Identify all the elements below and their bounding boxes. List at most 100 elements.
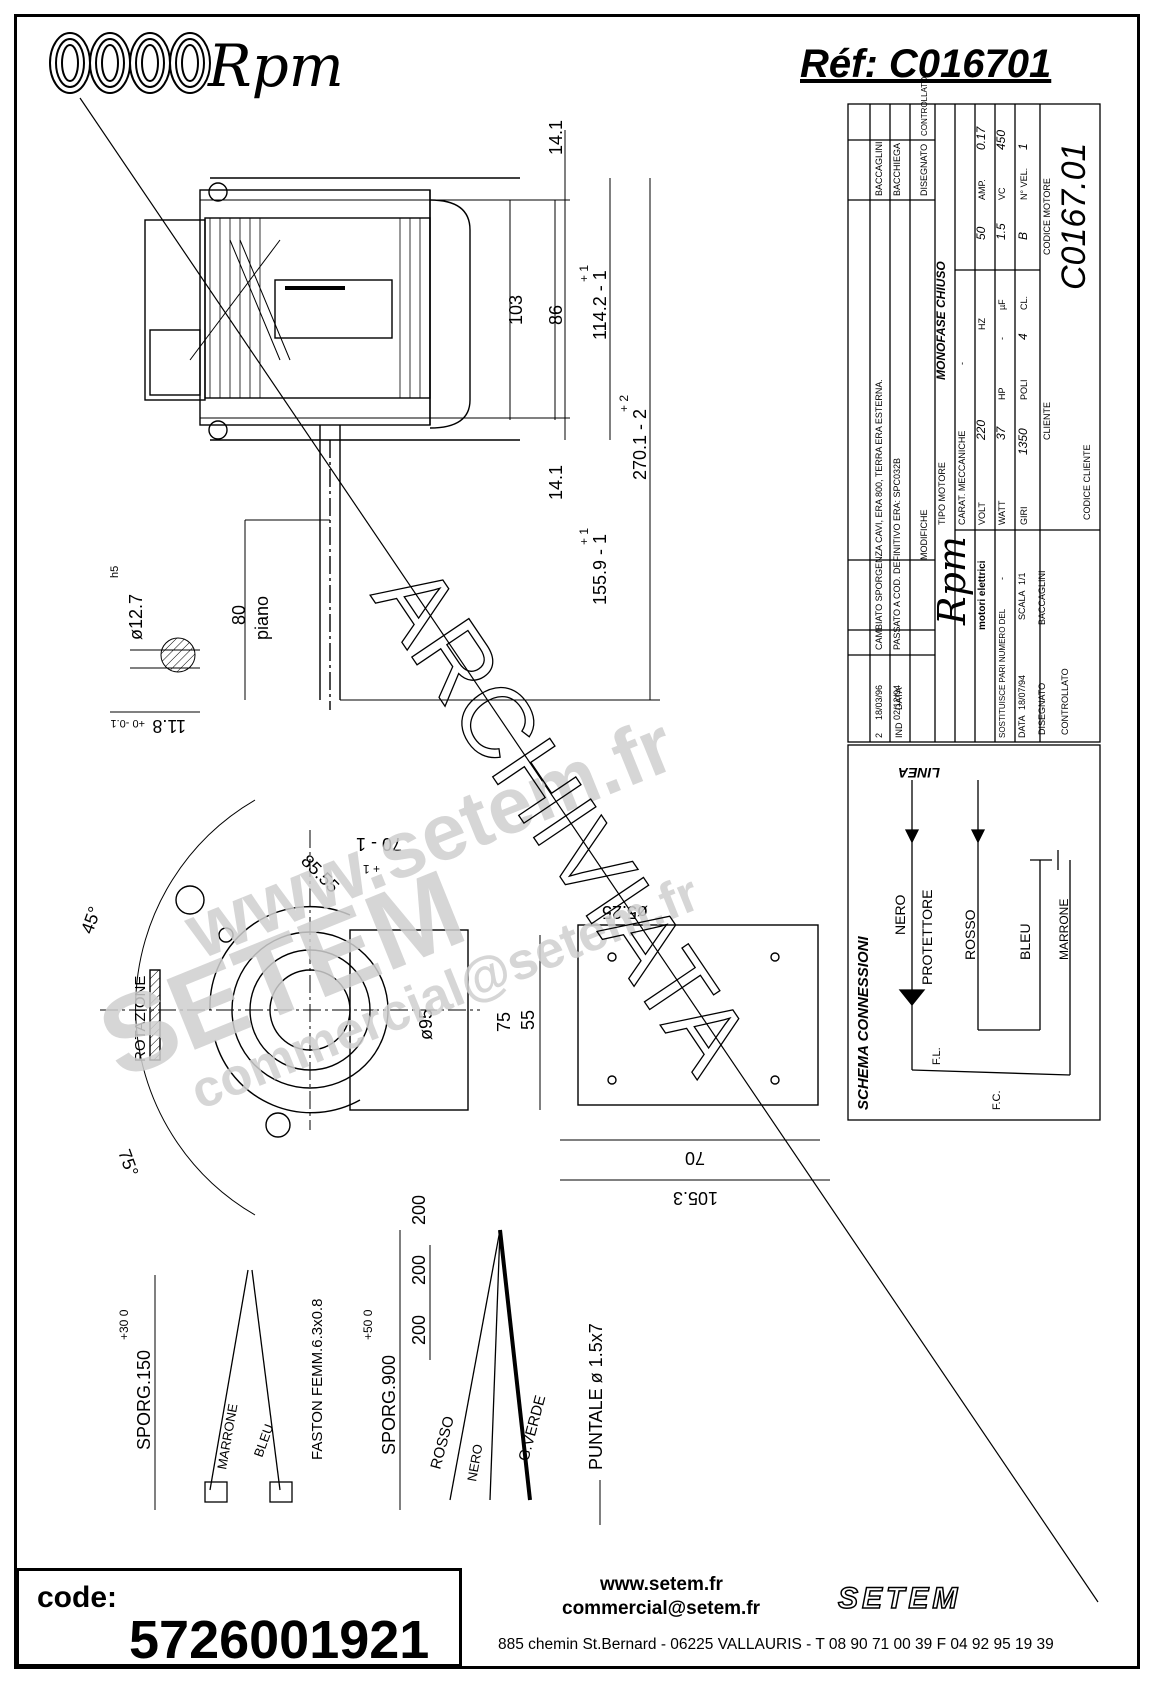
disegnato-label: DISEGNATO: [1037, 683, 1047, 735]
rotazione-label: ROTAZIONE: [132, 976, 149, 1062]
dim-75: 75: [494, 1012, 514, 1032]
carat-value: -: [957, 362, 967, 365]
dim-114-tol: + 1: [577, 265, 591, 282]
angle-75: 75°: [114, 1147, 142, 1179]
dim-270-tol: + 2: [617, 395, 631, 412]
poli-label: POLI: [1019, 379, 1029, 400]
code-label: code:: [37, 1581, 118, 1614]
watt-label: WATT: [997, 500, 1007, 525]
tb-rev-data: DATA: [894, 687, 904, 710]
dim-95: ø95: [416, 1009, 436, 1040]
wiring-schematic: [898, 780, 1071, 1076]
vc-value: 450: [994, 130, 1008, 150]
wire-bleu: BLEU: [251, 1422, 277, 1459]
dim-155-tol: + 1: [577, 528, 591, 545]
watt-value: 37: [994, 425, 1008, 440]
dim-14-top: 14.1: [546, 120, 566, 155]
volt-value: 220: [974, 420, 988, 441]
dim-flat: 11.8: [152, 716, 186, 736]
dim-shaft-tol: h5: [109, 566, 121, 578]
wire-drawing: [154, 1229, 601, 1525]
giri-label: GIRI: [1019, 506, 1029, 525]
nvel-label: N° VEL.: [1019, 168, 1029, 200]
scala-label: SCALA: [1017, 590, 1027, 620]
dim-55: 55: [518, 1010, 538, 1030]
schema-linea: LINEA: [898, 765, 940, 781]
angle-45: 45°: [77, 904, 105, 936]
schema-rosso: ROSSO: [962, 909, 978, 960]
wire-seg-1: 200: [409, 1195, 429, 1225]
footer-email[interactable]: commercial@setem.fr: [562, 1598, 761, 1619]
tipo-motore-label: TIPO MOTORE: [937, 462, 947, 525]
data-label: DATA: [1017, 715, 1027, 738]
title-block-text: IND DATA MODIFICHE DISEGNATO CONTROLLATO…: [874, 77, 1093, 738]
tb-rev-disegnato: DISEGNATO: [919, 144, 929, 196]
wire-seg-2: 200: [409, 1255, 429, 1285]
cliente-label: CLIENTE: [1042, 402, 1052, 440]
rpm-coil-logo: [49, 32, 211, 94]
schema-fc: F.C.: [991, 1090, 1003, 1110]
cl-value: B: [1016, 232, 1030, 240]
uf-label: µF: [997, 299, 1007, 310]
codice-motore-label: CODICE MOTORE: [1042, 178, 1052, 255]
tb-brand-sub: motori elettrici: [977, 560, 988, 630]
wire-nero: NERO: [464, 1443, 485, 1483]
schema-protettore: PROTETTORE: [919, 890, 935, 985]
dim-piano: piano: [252, 596, 272, 640]
dim-270: 270.1 - 2: [630, 409, 650, 480]
sporg-150: SPORG.150: [134, 1350, 154, 1450]
tb-brand: Rpm: [930, 536, 974, 626]
dim-70-top-tol: + 1: [363, 862, 380, 876]
setem-logo: SETEM: [837, 1581, 962, 1616]
schema-title: SCHEMA CONNESSIONI: [855, 936, 872, 1110]
sporg-900-tol: +50 0: [361, 1309, 375, 1340]
schema-marrone: MARRONE: [1057, 899, 1071, 960]
puntale-label: PUNTALE ø 1.5x7: [586, 1323, 606, 1470]
giri-value: 1350: [1016, 428, 1030, 455]
dim-105: 105.3: [673, 1188, 718, 1208]
faston-label: FASTON FEMM.6.3x0.8: [309, 1299, 326, 1460]
drawing-frame: [14, 14, 1140, 1669]
tb-rev-controllato: CONTROLLATO: [920, 77, 929, 136]
tb-rev2-change: CAMBIATO SPORGENZA CAVI, ERA 800, TERRA …: [874, 379, 884, 650]
scala-value: 1/1: [1017, 572, 1027, 585]
codice-cliente-label: CODICE CLIENTE: [1082, 444, 1092, 520]
dim-flat-tol: +0 -0.1: [110, 717, 145, 729]
schema-nero: NERO: [892, 894, 908, 935]
motor-side-view: [144, 177, 520, 710]
poli-value: 4: [1016, 333, 1030, 340]
wire-text-group: SPORG.150 +30 0 MARRONE BLEU FASTON FEMM…: [117, 1195, 606, 1483]
vc-label: VC: [997, 187, 1007, 200]
dim-70: 70: [685, 1148, 705, 1168]
dim-86: 86: [546, 305, 566, 325]
dim-14-bottom: 14.1: [546, 465, 566, 500]
codice-motore-value: C0167.01: [1055, 143, 1093, 290]
footer-address: 885 chemin St.Bernard - 06225 VALLAURIS …: [498, 1636, 1054, 1653]
cl-label: CL.: [1019, 296, 1029, 310]
tb-rev-modifiche: MODIFICHE: [919, 510, 929, 561]
carat-label: CARAT. MECCANICHE: [957, 431, 967, 525]
tb-rev1-by: BACCHIEGA: [892, 143, 902, 196]
sporg-900: SPORG.900: [379, 1355, 399, 1455]
tb-rev2-ind: 2: [874, 733, 884, 738]
footer-website[interactable]: www.setem.fr: [600, 1574, 723, 1595]
reference-number: Réf: C016701: [800, 42, 1052, 86]
code-value: 5726001921: [129, 1610, 430, 1670]
amp-value: 0.17: [974, 125, 988, 150]
mounting-bracket: [539, 924, 830, 1181]
hp-label: HP: [997, 387, 1007, 400]
wire-seg-3: 200: [409, 1315, 429, 1345]
sostituisce-value: -: [997, 577, 1007, 580]
dim-114: 114.2 - 1: [590, 270, 610, 340]
dim-525: ø5.25: [602, 902, 648, 922]
tb-rev-ind: IND: [894, 722, 904, 738]
wire-rosso: ROSSO: [427, 1414, 457, 1471]
schema-bleu: BLEU: [1017, 923, 1033, 960]
hp-value: -: [997, 337, 1007, 340]
dim-155: 155.9 - 1: [590, 534, 610, 605]
code-box: code: 5726001921: [16, 1568, 462, 1670]
schema-fl: F.L.: [931, 1047, 943, 1065]
sostituisce-label: SOSTITUISCE PARI NUMERO DEL: [998, 608, 1007, 738]
tb-rev1-date: 02/12/94: [892, 685, 902, 720]
